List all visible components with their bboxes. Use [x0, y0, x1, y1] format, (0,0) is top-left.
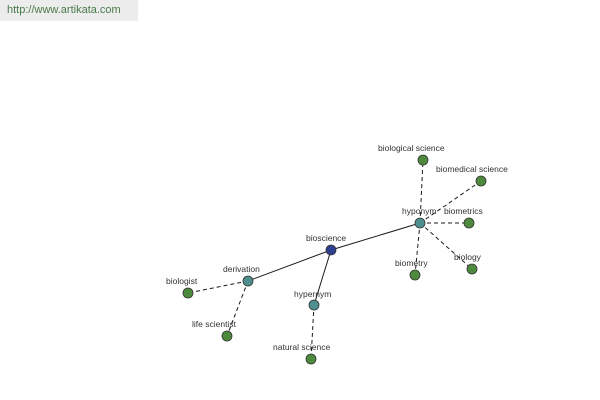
node-biometrics[interactable]	[463, 217, 475, 229]
node-biometry[interactable]	[409, 269, 421, 281]
edge-derivation-biologist	[187, 280, 249, 294]
node-label-biomedical-science[interactable]: biomedical science	[436, 164, 508, 174]
node-biologist[interactable]	[182, 287, 194, 299]
node-natural-science[interactable]	[305, 353, 317, 365]
node-label-biometry[interactable]: biometry	[395, 258, 428, 268]
node-derivation[interactable]	[242, 275, 254, 287]
edge-hypernym-natural-science	[310, 304, 315, 360]
node-label-hyponym[interactable]: hyponym	[402, 206, 437, 216]
edge-hyponym-biological-science	[419, 159, 424, 224]
watermark-link[interactable]: http://www.artikata.com	[0, 0, 138, 21]
node-biomedical-science[interactable]	[475, 175, 487, 187]
node-biological-science[interactable]	[417, 154, 429, 166]
nodes-layer	[182, 154, 487, 365]
node-life-scientist[interactable]	[221, 330, 233, 342]
node-label-biological-science[interactable]: biological science	[378, 143, 445, 153]
edge-bioscience-derivation	[247, 249, 332, 282]
node-label-derivation[interactable]: derivation	[223, 264, 260, 274]
node-hypernym[interactable]	[308, 299, 320, 311]
node-label-hypernym[interactable]: hypernym	[294, 289, 331, 299]
edge-bioscience-hypernym	[313, 249, 332, 306]
edge-hyponym-biomedical-science	[419, 180, 482, 224]
edges-layer	[187, 159, 482, 360]
edge-bioscience-hyponym	[330, 222, 421, 251]
edge-hyponym-biology	[419, 222, 473, 270]
node-label-biologist[interactable]: biologist	[166, 276, 198, 286]
node-label-biometrics[interactable]: biometrics	[444, 206, 483, 216]
node-label-life-scientist[interactable]: life scientist	[192, 319, 237, 329]
edge-derivation-life-scientist	[226, 280, 249, 337]
labels-layer: bioscience derivation hypernym hyponym biolo…	[166, 143, 508, 352]
node-biology[interactable]	[466, 263, 478, 275]
node-label-biology[interactable]: biology	[454, 252, 482, 262]
node-bioscience[interactable]	[325, 244, 337, 256]
node-label-natural-science[interactable]: natural science	[273, 342, 330, 352]
edge-hyponym-biometry	[414, 222, 421, 276]
node-label-bioscience[interactable]: bioscience	[306, 233, 346, 243]
node-hyponym[interactable]	[414, 217, 426, 229]
